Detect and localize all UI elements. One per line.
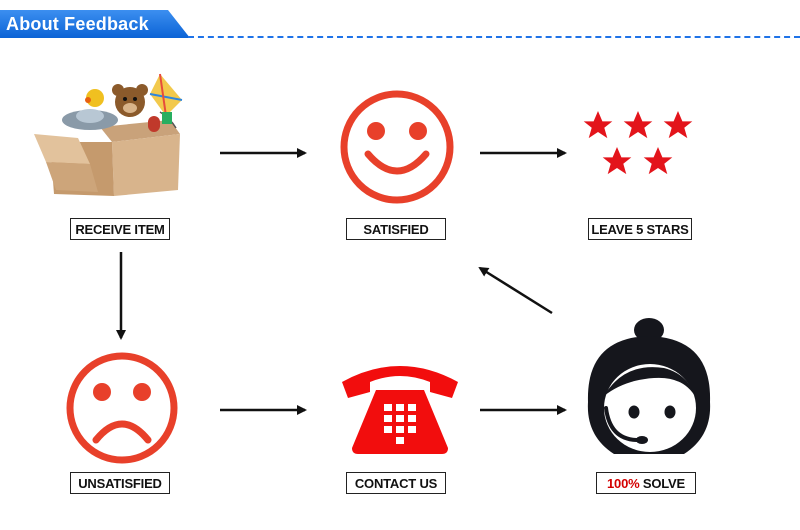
header-tab <box>0 10 190 38</box>
star-icon <box>623 111 653 139</box>
star-icon <box>663 111 693 139</box>
sad-face-icon <box>66 352 178 464</box>
arrow-solve-to-satisfied <box>478 266 553 315</box>
leave-5-stars-label: LEAVE 5 STARS <box>588 218 692 240</box>
star-icon <box>643 147 673 175</box>
toy-box-icon <box>34 73 183 196</box>
unsatisfied-label: UNSATISFIED <box>70 472 170 494</box>
solve-label: 100% SOLVE <box>596 472 696 494</box>
section-header: About Feedback <box>0 0 800 40</box>
five-stars-icon <box>583 111 693 175</box>
satisfied-label: SATISFIED <box>346 218 446 240</box>
solve-text: SOLVE <box>639 475 685 491</box>
smiley-face-icon <box>340 90 454 204</box>
section-title: About Feedback <box>6 14 149 34</box>
receive-item-label: RECEIVE ITEM <box>70 218 170 240</box>
header-divider <box>188 36 800 38</box>
solve-percent: 100% <box>607 475 640 491</box>
star-icon <box>602 147 632 175</box>
contact-us-label: CONTACT US <box>346 472 446 494</box>
telephone-icon <box>342 366 458 454</box>
star-icon <box>583 111 613 139</box>
customer-service-agent-icon <box>587 318 711 454</box>
